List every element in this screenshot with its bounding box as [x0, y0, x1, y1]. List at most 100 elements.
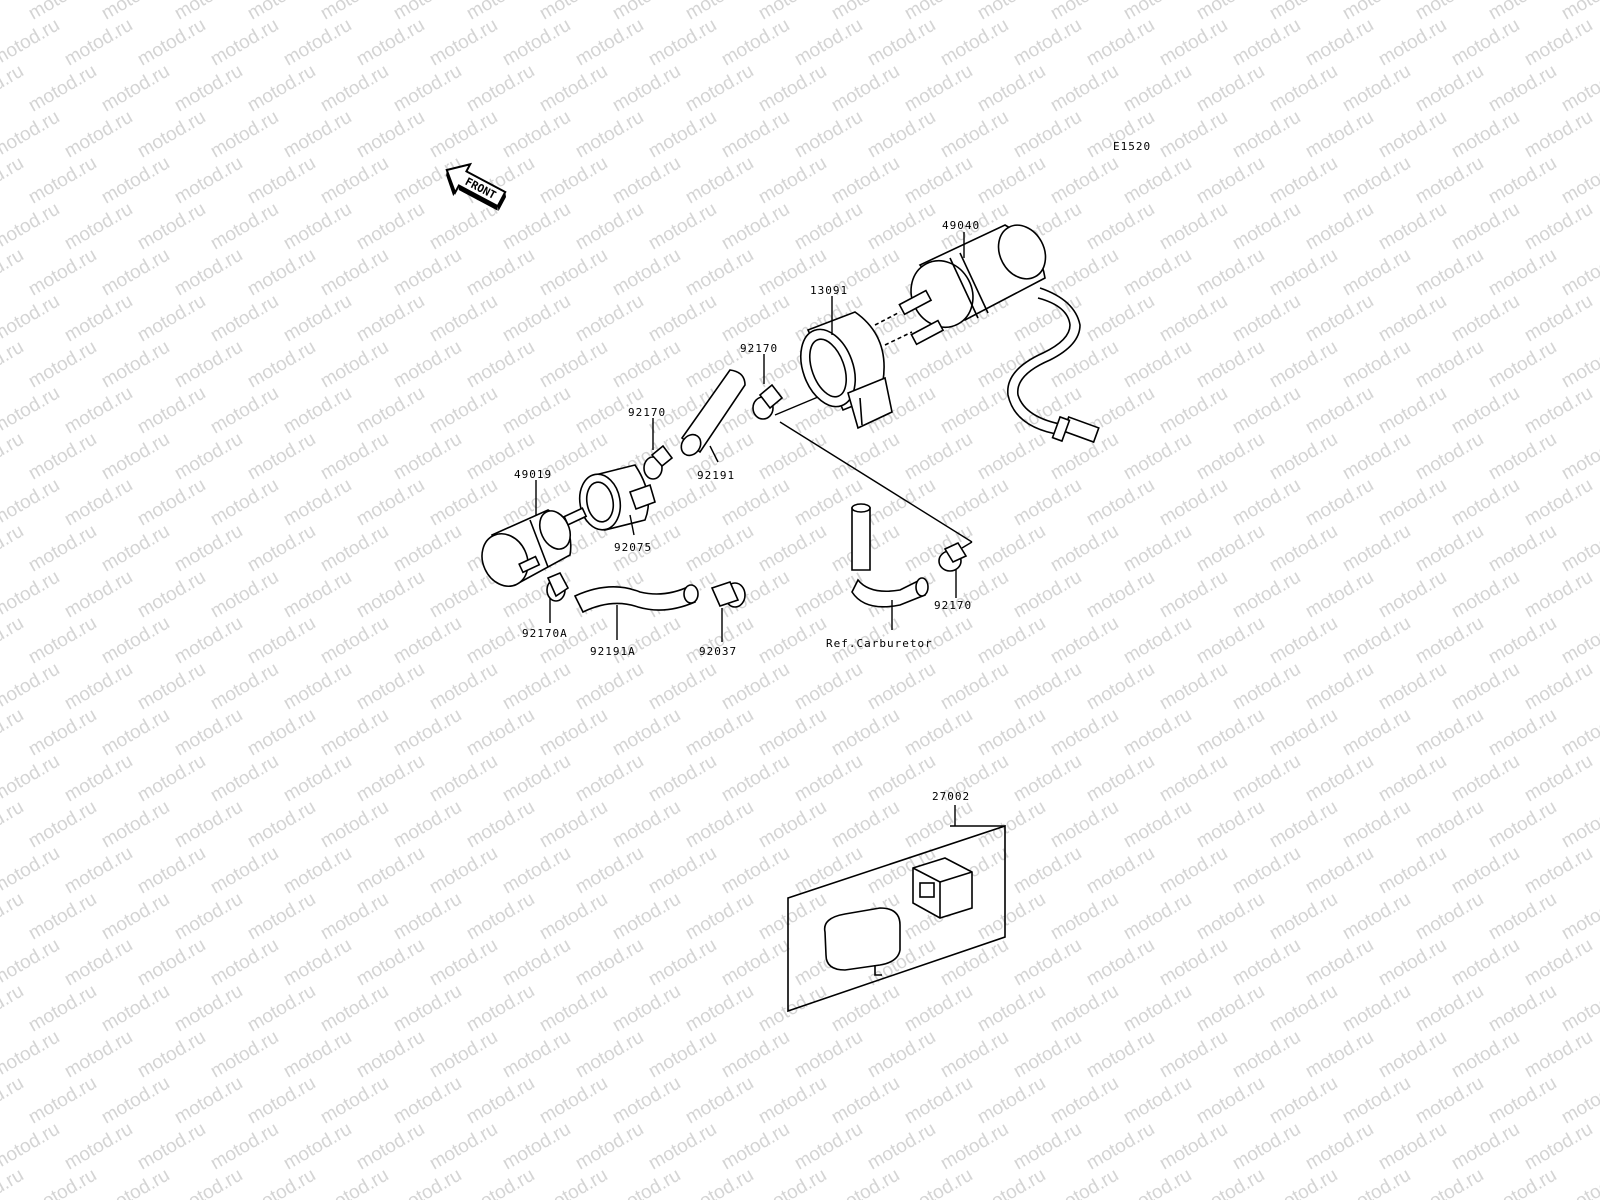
watermark-text: motod.ru [1339, 521, 1414, 577]
watermark-text: motod.ru [426, 199, 501, 255]
watermark-text: motod.ru [1083, 199, 1158, 255]
watermark-text: motod.ru [1412, 153, 1487, 209]
watermark-text: motod.ru [791, 15, 866, 71]
watermark-text: motod.ru [390, 245, 465, 301]
watermark-text: motod.ru [1302, 567, 1377, 623]
part-label-49040: 49040 [942, 219, 980, 232]
watermark-text: motod.ru [0, 843, 63, 899]
watermark-text: motod.ru [171, 429, 246, 485]
watermark-text: motod.ru [98, 0, 173, 24]
hose-92191 [680, 369, 746, 457]
watermark-text: motod.ru [572, 843, 647, 899]
watermark-text: motod.ru [25, 1073, 100, 1129]
watermark-text: motod.ru [1120, 1073, 1195, 1129]
watermark-text: motod.ru [280, 751, 355, 807]
watermark-text: motod.ru [1047, 981, 1122, 1037]
watermark-text: motod.ru [244, 61, 319, 117]
watermark-text: motod.ru [1375, 383, 1450, 439]
watermark-text: motod.ru [1120, 1165, 1195, 1200]
watermark-text: motod.ru [828, 1073, 903, 1129]
watermark-text: motod.ru [1083, 1027, 1158, 1083]
watermark-text: motod.ru [1521, 751, 1596, 807]
watermark-text: motod.ru [244, 981, 319, 1037]
watermark-text: motod.ru [1339, 245, 1414, 301]
watermark-text: motod.ru [1302, 751, 1377, 807]
watermark-text: motod.ru [353, 15, 428, 71]
watermark-text: motod.ru [755, 705, 830, 761]
watermark-text: motod.ru [1448, 383, 1523, 439]
watermark-text: motod.ru [207, 475, 282, 531]
watermark-text: motod.ru [682, 889, 757, 945]
watermark-text: motod.ru [1083, 107, 1158, 163]
watermark-text: motod.ru [1448, 843, 1523, 899]
watermark-text: motod.ru [1193, 337, 1268, 393]
watermark-text: motod.ru [1010, 659, 1085, 715]
part-label-92170a: 92170A [522, 627, 568, 640]
watermark-text: motod.ru [791, 843, 866, 899]
watermark-text: motod.ru [572, 15, 647, 71]
watermark-text: motod.ru [1047, 245, 1122, 301]
watermark-text: motod.ru [755, 1165, 830, 1200]
watermark-text: motod.ru [317, 0, 392, 24]
watermark-text: motod.ru [1193, 889, 1268, 945]
watermark-text: motod.ru [1412, 1165, 1487, 1200]
watermark-text: motod.ru [353, 567, 428, 623]
watermark-text: motod.ru [828, 797, 903, 853]
watermark-text: motod.ru [390, 337, 465, 393]
watermark-text: motod.ru [280, 107, 355, 163]
watermark-text: motod.ru [1412, 613, 1487, 669]
watermark-text: motod.ru [171, 521, 246, 577]
watermark-text: motod.ru [134, 567, 209, 623]
watermark-text: motod.ru [937, 567, 1012, 623]
watermark-text: motod.ru [98, 797, 173, 853]
watermark-text: motod.ru [1558, 429, 1600, 485]
watermark-text: motod.ru [0, 889, 27, 945]
watermark-text: motod.ru [1375, 567, 1450, 623]
watermark-text: motod.ru [25, 245, 100, 301]
watermark-text: motod.ru [1120, 429, 1195, 485]
watermark-text: motod.ru [1193, 0, 1268, 24]
watermark-text: motod.ru [426, 659, 501, 715]
relay-kit-27002 [787, 824, 1006, 1013]
clamp-92170-right [938, 541, 968, 572]
watermark-text: motod.ru [207, 843, 282, 899]
watermark-text: motod.ru [25, 429, 100, 485]
watermark-text: motod.ru [755, 613, 830, 669]
watermark-text: motod.ru [609, 889, 684, 945]
watermark-text: motod.ru [609, 337, 684, 393]
watermark-text: motod.ru [645, 199, 720, 255]
watermark-text: motod.ru [682, 613, 757, 669]
watermark-text: motod.ru [1302, 15, 1377, 71]
watermark-text: motod.ru [1448, 659, 1523, 715]
watermark-text: motod.ru [207, 291, 282, 347]
watermark-text: motod.ru [134, 199, 209, 255]
watermark-text: motod.ru [536, 1073, 611, 1129]
watermark-text: motod.ru [1266, 245, 1341, 301]
watermark-text: motod.ru [0, 61, 27, 117]
watermark-text: motod.ru [1156, 1119, 1231, 1175]
watermark-text: motod.ru [645, 843, 720, 899]
watermark-text: motod.ru [864, 1027, 939, 1083]
watermark-text: motod.ru [1193, 61, 1268, 117]
watermark-text: motod.ru [499, 291, 574, 347]
watermark-text: motod.ru [1156, 475, 1231, 531]
watermark-text: motod.ru [463, 1073, 538, 1129]
watermark-text: motod.ru [1521, 1027, 1596, 1083]
watermark-text: motod.ru [755, 153, 830, 209]
watermark-text: motod.ru [280, 1119, 355, 1175]
watermark-text: motod.ru [499, 199, 574, 255]
watermark-text: motod.ru [25, 0, 100, 24]
watermark-text: motod.ru [901, 705, 976, 761]
watermark-text: motod.ru [353, 199, 428, 255]
watermark-text: motod.ru [937, 1027, 1012, 1083]
watermark-text: motod.ru [317, 153, 392, 209]
watermark-text: motod.ru [1412, 981, 1487, 1037]
watermark-text: motod.ru [61, 199, 136, 255]
watermark-text: motod.ru [1010, 475, 1085, 531]
watermark-text: motod.ru [1412, 889, 1487, 945]
watermark-text: motod.ru [0, 981, 27, 1037]
watermark-text: motod.ru [828, 1165, 903, 1200]
watermark-text: motod.ru [901, 521, 976, 577]
watermark-text: motod.ru [244, 0, 319, 24]
watermark-text: motod.ru [280, 15, 355, 71]
